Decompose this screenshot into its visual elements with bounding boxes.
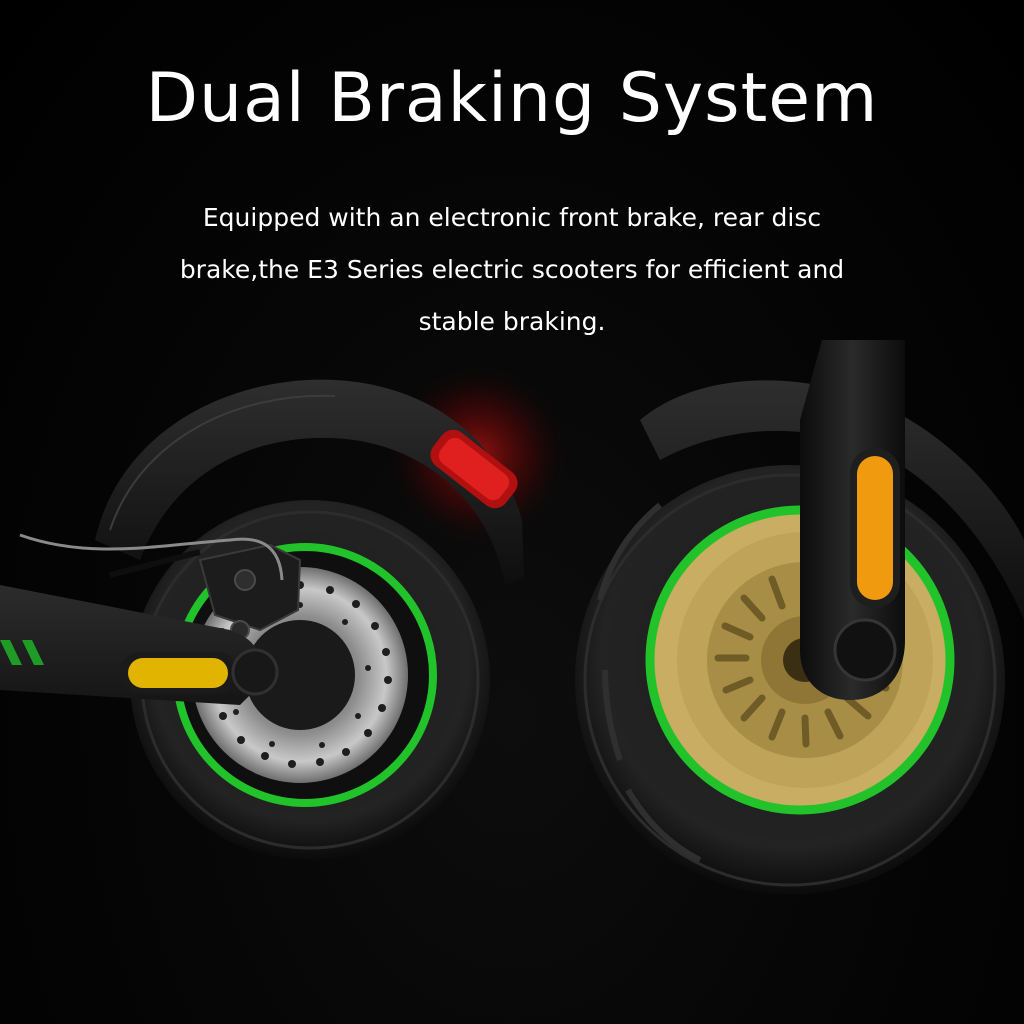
brake-cable [19, 533, 284, 581]
description-line-2: brake,the E3 Series electric scooters fo… [179, 255, 845, 284]
front-fender [640, 380, 1024, 620]
scooter-wheels-illustration [0, 340, 1024, 895]
feature-description: Equipped with an electronic front brake,… [150, 192, 874, 348]
front-axle-cap [833, 618, 897, 682]
description-line-3: stable braking. [418, 307, 606, 336]
rear-wheel [0, 360, 573, 860]
rear-fender [95, 379, 524, 585]
front-wheel [575, 340, 1024, 895]
deck-chevron-2 [22, 640, 44, 665]
page-title: Dual Braking System [145, 59, 879, 138]
deck-chevron-1 [0, 640, 22, 665]
description-line-1: Equipped with an electronic front brake,… [202, 203, 822, 232]
